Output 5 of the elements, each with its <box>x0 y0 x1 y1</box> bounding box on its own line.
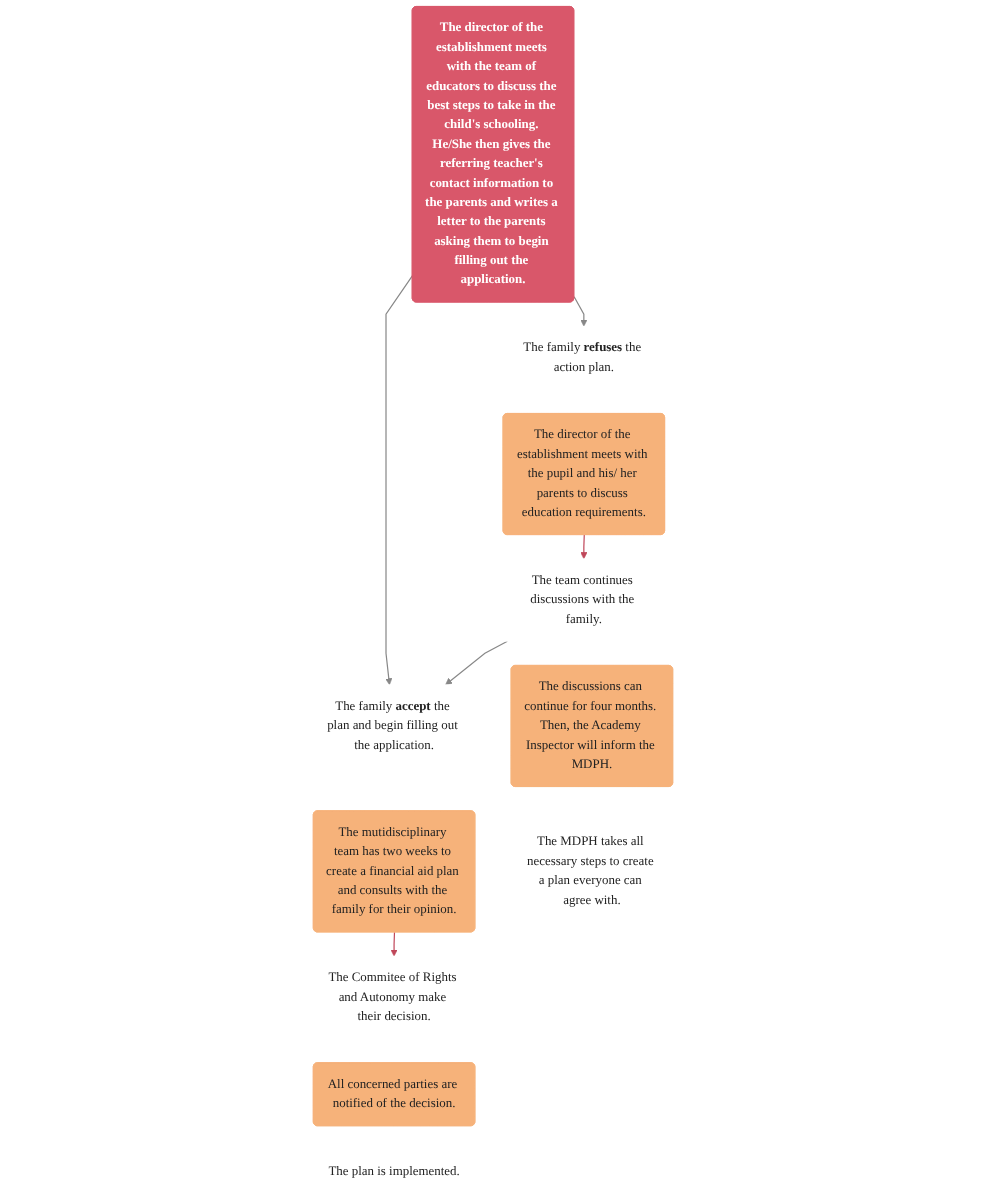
arrow <box>385 274 414 686</box>
arrow <box>445 640 508 686</box>
arrow <box>390 931 398 957</box>
arrow <box>573 296 588 327</box>
arrow <box>580 534 588 560</box>
